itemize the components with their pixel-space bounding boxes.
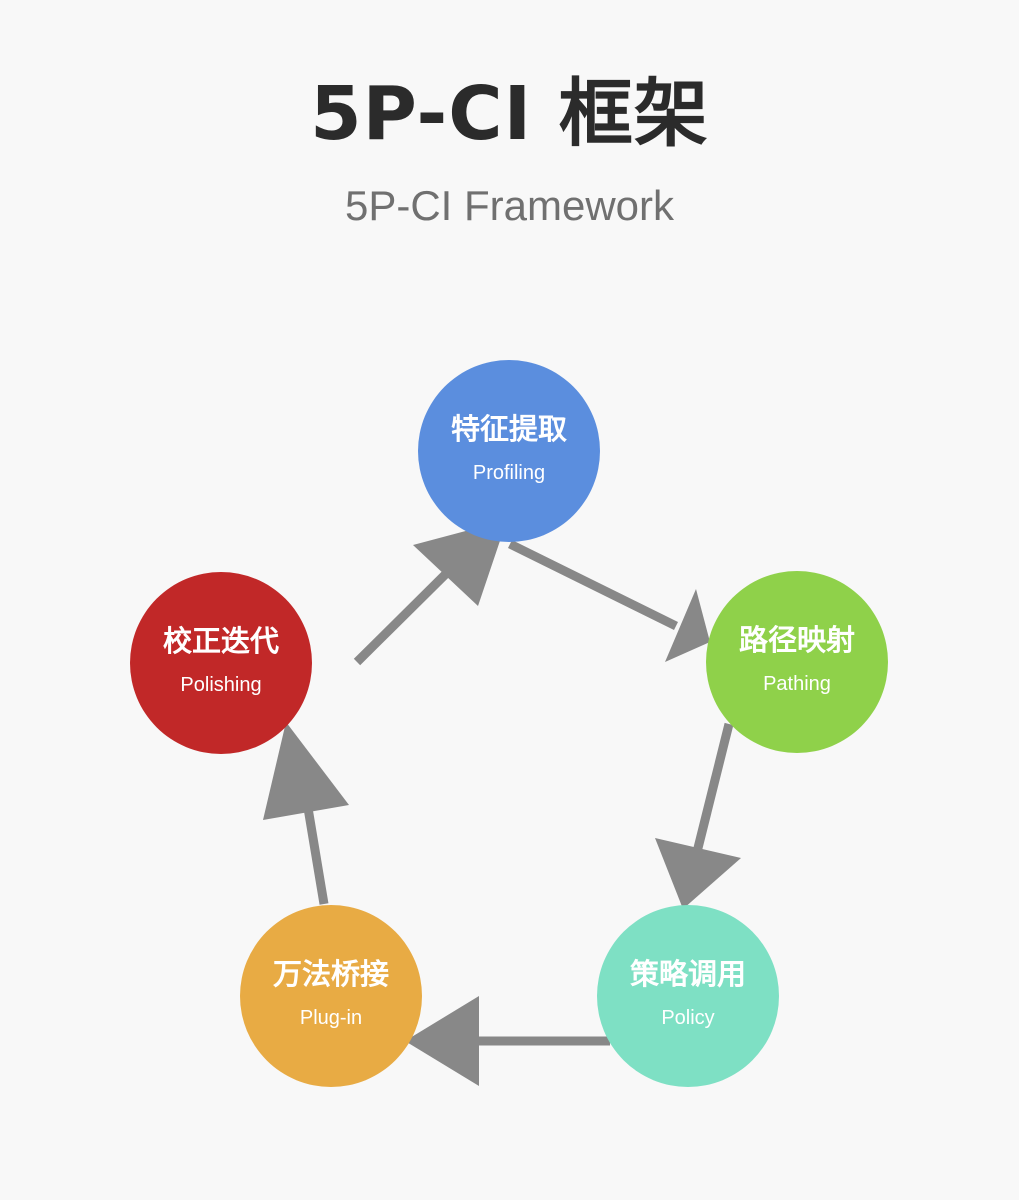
- node-profiling: 特征提取 Profiling: [418, 360, 600, 542]
- node-label-en: Polishing: [180, 674, 262, 696]
- node-label-en: Profiling: [472, 462, 546, 484]
- node-policy: 策略调用 Policy: [597, 905, 779, 1087]
- page-title: 5P-CI 框架: [310, 71, 709, 157]
- node-label-en: Plug-in: [299, 1007, 363, 1029]
- node-plugin: 万法桥接 Plug-in: [240, 905, 422, 1087]
- node-label-zh: 校正迭代: [162, 624, 279, 658]
- arrow-polishing-to-profiling: [353, 520, 507, 666]
- node-label-zh: 路径映射: [738, 623, 855, 657]
- node-pathing: 路径映射 Pathing: [706, 571, 888, 753]
- arrow-profiling-to-pathing: [508, 539, 710, 662]
- node-label-zh: 策略调用: [629, 957, 746, 991]
- arrow-pathing-to-policy: [655, 722, 741, 909]
- arrow-policy-to-plugin: [405, 996, 610, 1086]
- node-label-en: Pathing: [763, 673, 831, 695]
- node-label-zh: 特征提取: [450, 412, 567, 446]
- page-subtitle: 5P-CI Framework: [344, 182, 675, 229]
- arrow-plugin-to-polishing: [263, 722, 349, 905]
- node-label-zh: 万法桥接: [272, 957, 389, 991]
- node-polishing: 校正迭代 Polishing: [130, 572, 312, 754]
- node-label-en: Policy: [661, 1007, 715, 1029]
